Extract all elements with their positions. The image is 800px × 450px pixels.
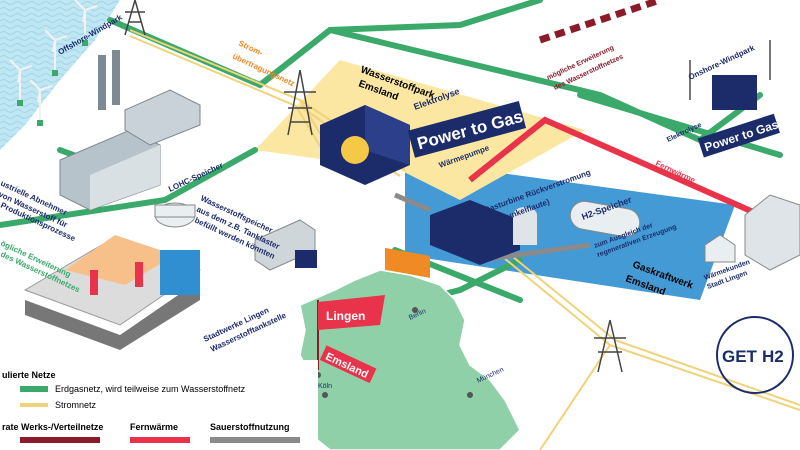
pylon-icon	[594, 319, 626, 373]
legend-title: ulierte Netze	[2, 370, 56, 380]
factory-building	[59, 50, 201, 211]
label-lingen: Lingen	[326, 309, 365, 323]
logo-text-h2: H2	[762, 347, 784, 366]
pylon-icon	[284, 69, 316, 136]
label-koeln: Köln	[318, 383, 332, 390]
city-building	[744, 194, 800, 271]
waermepumpe-unit	[385, 247, 430, 278]
offshore-windpark	[9, 0, 98, 126]
tankstelle	[23, 235, 202, 350]
pylon-icon	[124, 0, 146, 36]
lingen-flag	[317, 295, 385, 370]
label-lohc: LOHC-Speicher	[167, 161, 224, 194]
legend-strom: Stromnetz	[55, 400, 97, 410]
logo-text-get: GET	[722, 347, 758, 366]
legend-gas: Erdgasnetz, wird teilweise zum Wassersto…	[55, 384, 246, 394]
gaskraftwerk-area	[405, 160, 735, 300]
werk-network-extension	[538, 0, 662, 44]
geth2-logo	[716, 316, 794, 394]
legend-fern: Fernwärme	[130, 422, 178, 432]
tank-truck	[254, 219, 317, 271]
onshore-windpark	[689, 40, 771, 100]
h2-speicher-tank	[569, 200, 641, 238]
house-icon	[704, 234, 736, 263]
elektrolyse-building	[320, 105, 410, 185]
elektrolyse-right-building	[712, 75, 757, 110]
lohc-tank	[154, 202, 196, 228]
gasturbine-building	[430, 200, 537, 265]
legend-sauer: Sauerstoffnutzung	[210, 422, 290, 432]
fernwaerme-network	[468, 116, 762, 218]
legend-werk: rate Werks-/Verteilnetze	[2, 422, 103, 432]
legend	[0, 360, 318, 450]
